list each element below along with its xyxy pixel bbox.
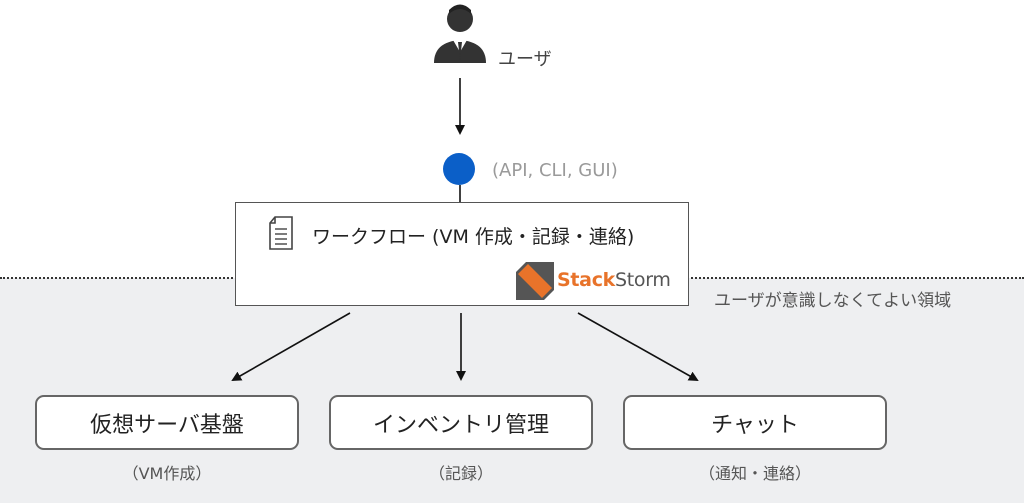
system-box-inventory: インベントリ管理 (329, 395, 593, 450)
system-name: 仮想サーバ基盤 (90, 412, 244, 438)
system-name: インベントリ管理 (372, 412, 549, 438)
system-sub-inventory: （記録） (428, 464, 493, 483)
api-node (443, 153, 475, 185)
user-icon (434, 4, 486, 63)
region-label: ユーザが意識しなくてよい領域 (714, 291, 952, 311)
arrow-to-chat (577, 312, 699, 381)
stackstorm-wordmark: StackStorm (557, 269, 671, 291)
system-sub-vm: （VM作成） (122, 464, 212, 483)
system-sub-chat: （通知・連絡） (698, 464, 811, 483)
stackstorm-stack-text: Stack (557, 269, 615, 291)
system-name: チャット (711, 412, 799, 438)
stackstorm-storm-text: Storm (615, 269, 671, 291)
unaware-region-background (0, 278, 1024, 503)
arrow-to-vm (231, 312, 351, 381)
user-label: ユーザ (498, 49, 552, 70)
api-label: (API, CLI, GUI) (492, 160, 618, 181)
system-box-chat: チャット (623, 395, 887, 450)
document-icon (269, 216, 293, 250)
stackstorm-logo-icon (516, 262, 554, 300)
workflow-title: ワークフロー (VM 作成・記録・連絡) (312, 226, 635, 248)
system-box-vm: 仮想サーバ基盤 (35, 395, 299, 450)
workflow-box (235, 202, 689, 306)
